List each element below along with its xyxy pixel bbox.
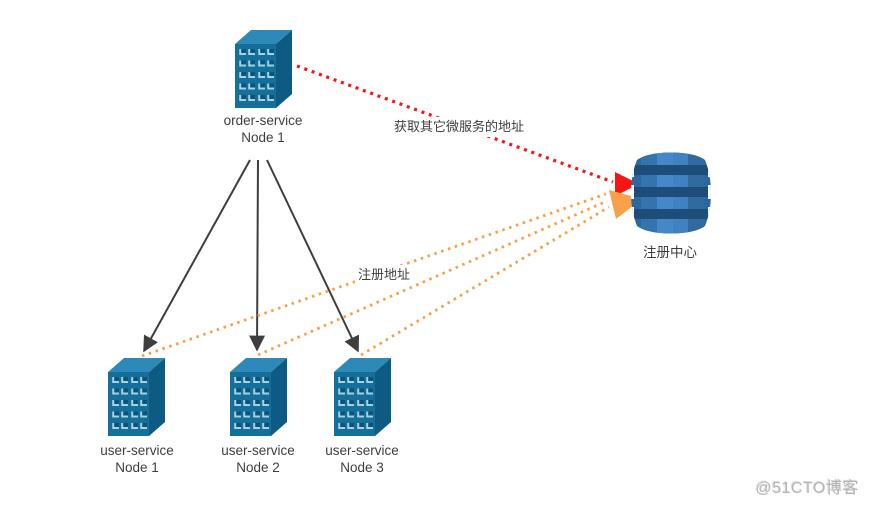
node-label-registry: 注册中心 xyxy=(610,244,730,261)
node-name: order-service xyxy=(223,113,303,128)
building-icon xyxy=(230,358,287,436)
node-name: user-service xyxy=(325,443,399,458)
database-icon xyxy=(628,148,714,238)
edge-fetch-addresses xyxy=(296,64,639,196)
node-label-user-service-2: user-service Node 2 xyxy=(188,442,328,476)
building-icon xyxy=(334,358,391,436)
node-instance: Node 3 xyxy=(340,460,384,475)
watermark-51cto: @51CTO博客 xyxy=(755,480,859,497)
node-instance: Node 2 xyxy=(236,460,280,475)
building-icon xyxy=(235,30,292,108)
node-label-order-service: order-service Node 1 xyxy=(193,112,333,146)
node-name: user-service xyxy=(100,443,174,458)
edge-label-register-address: 注册地址 xyxy=(355,265,414,285)
node-instance: Node 1 xyxy=(241,130,285,145)
building-icon xyxy=(108,358,165,436)
node-name: 注册中心 xyxy=(643,245,697,260)
node-instance: Node 1 xyxy=(115,460,159,475)
edge-calls xyxy=(143,159,360,353)
edge-label-fetch-addresses: 获取其它微服务的地址 xyxy=(391,117,528,137)
node-label-user-service-3: user-service Node 3 xyxy=(292,442,432,476)
node-label-user-service-1: user-service Node 1 xyxy=(67,442,207,476)
node-name: user-service xyxy=(221,443,295,458)
